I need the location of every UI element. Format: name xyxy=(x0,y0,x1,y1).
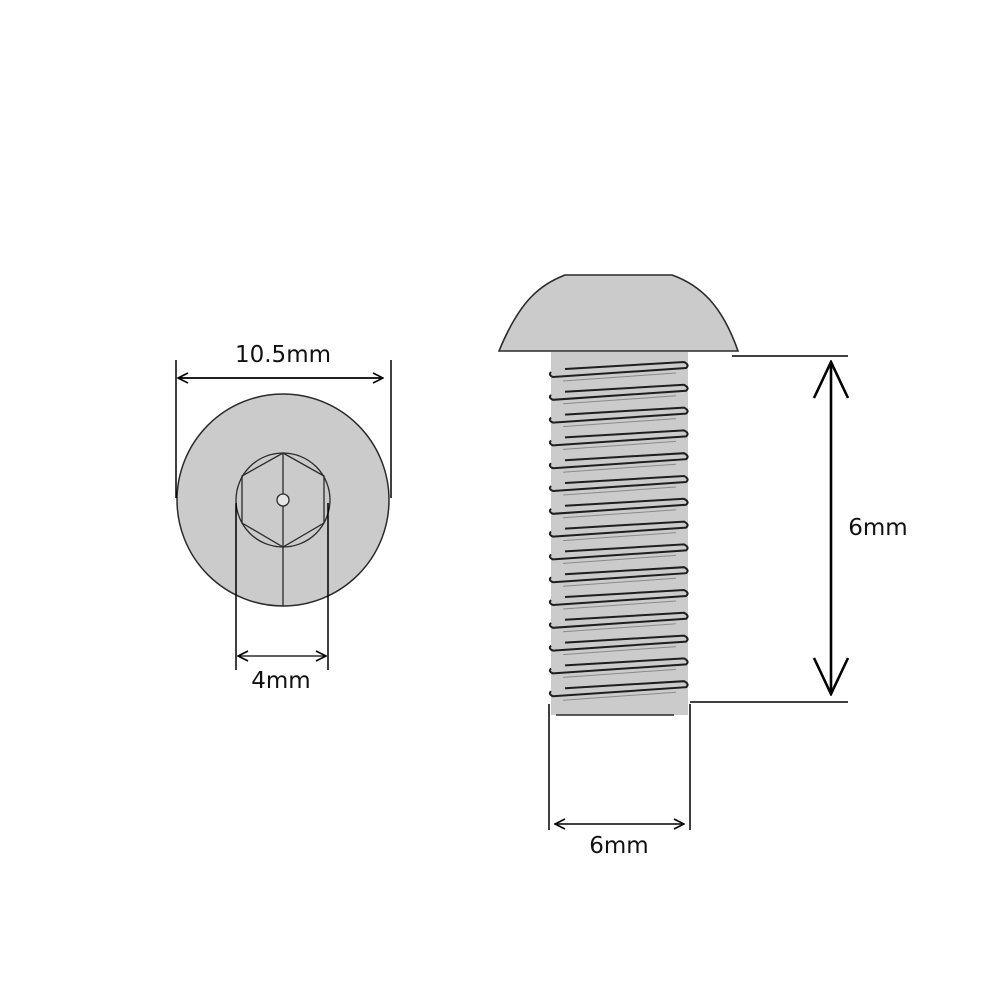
thread-length-dimension: 6mm xyxy=(690,355,908,703)
thread-crest xyxy=(548,543,689,561)
thread-root xyxy=(562,600,677,610)
thread-root xyxy=(562,486,677,496)
thread-root xyxy=(562,532,677,542)
thread-crest xyxy=(548,657,689,675)
thread-crest xyxy=(548,429,689,447)
socket-center-hole xyxy=(276,493,290,507)
thread-root xyxy=(562,668,677,678)
thread-diameter-dimension: 6mm xyxy=(548,704,691,859)
thread-length-label: 6mm xyxy=(848,515,907,541)
thread-crest xyxy=(548,611,689,629)
thread-root xyxy=(562,646,677,656)
thread-pattern xyxy=(548,360,689,701)
thread-diameter-label: 6mm xyxy=(589,833,648,859)
head-diameter-dimension: 10.5mm xyxy=(175,342,392,498)
thread-root xyxy=(562,463,677,473)
thread-crest xyxy=(548,680,689,698)
thread-crest xyxy=(548,497,689,515)
thread-root xyxy=(562,418,677,428)
thread-root xyxy=(562,623,677,633)
thread-crest xyxy=(548,566,689,584)
side-view: 6mm 6mm xyxy=(497,274,908,859)
thread-root xyxy=(562,440,677,450)
socket-width-dimension: 4mm xyxy=(235,503,329,694)
thread-crest xyxy=(548,634,689,652)
thread-crest xyxy=(548,383,689,401)
top-view: 10.5mm 4mm xyxy=(175,342,392,694)
thread-root xyxy=(562,554,677,564)
thread-crest xyxy=(548,474,689,493)
thread-crest xyxy=(548,452,689,470)
thread-crest xyxy=(548,406,689,424)
thread-root xyxy=(562,691,677,701)
thread-root xyxy=(562,577,677,587)
thread-crest xyxy=(548,520,689,538)
button-head xyxy=(497,274,740,352)
thread-crest xyxy=(548,360,689,379)
thread-root xyxy=(562,395,677,405)
head-diameter-label: 10.5mm xyxy=(235,342,331,368)
thread-root xyxy=(562,372,677,382)
thread-crest xyxy=(548,588,689,607)
socket-width-label: 4mm xyxy=(251,668,310,694)
thread-root xyxy=(562,509,677,519)
